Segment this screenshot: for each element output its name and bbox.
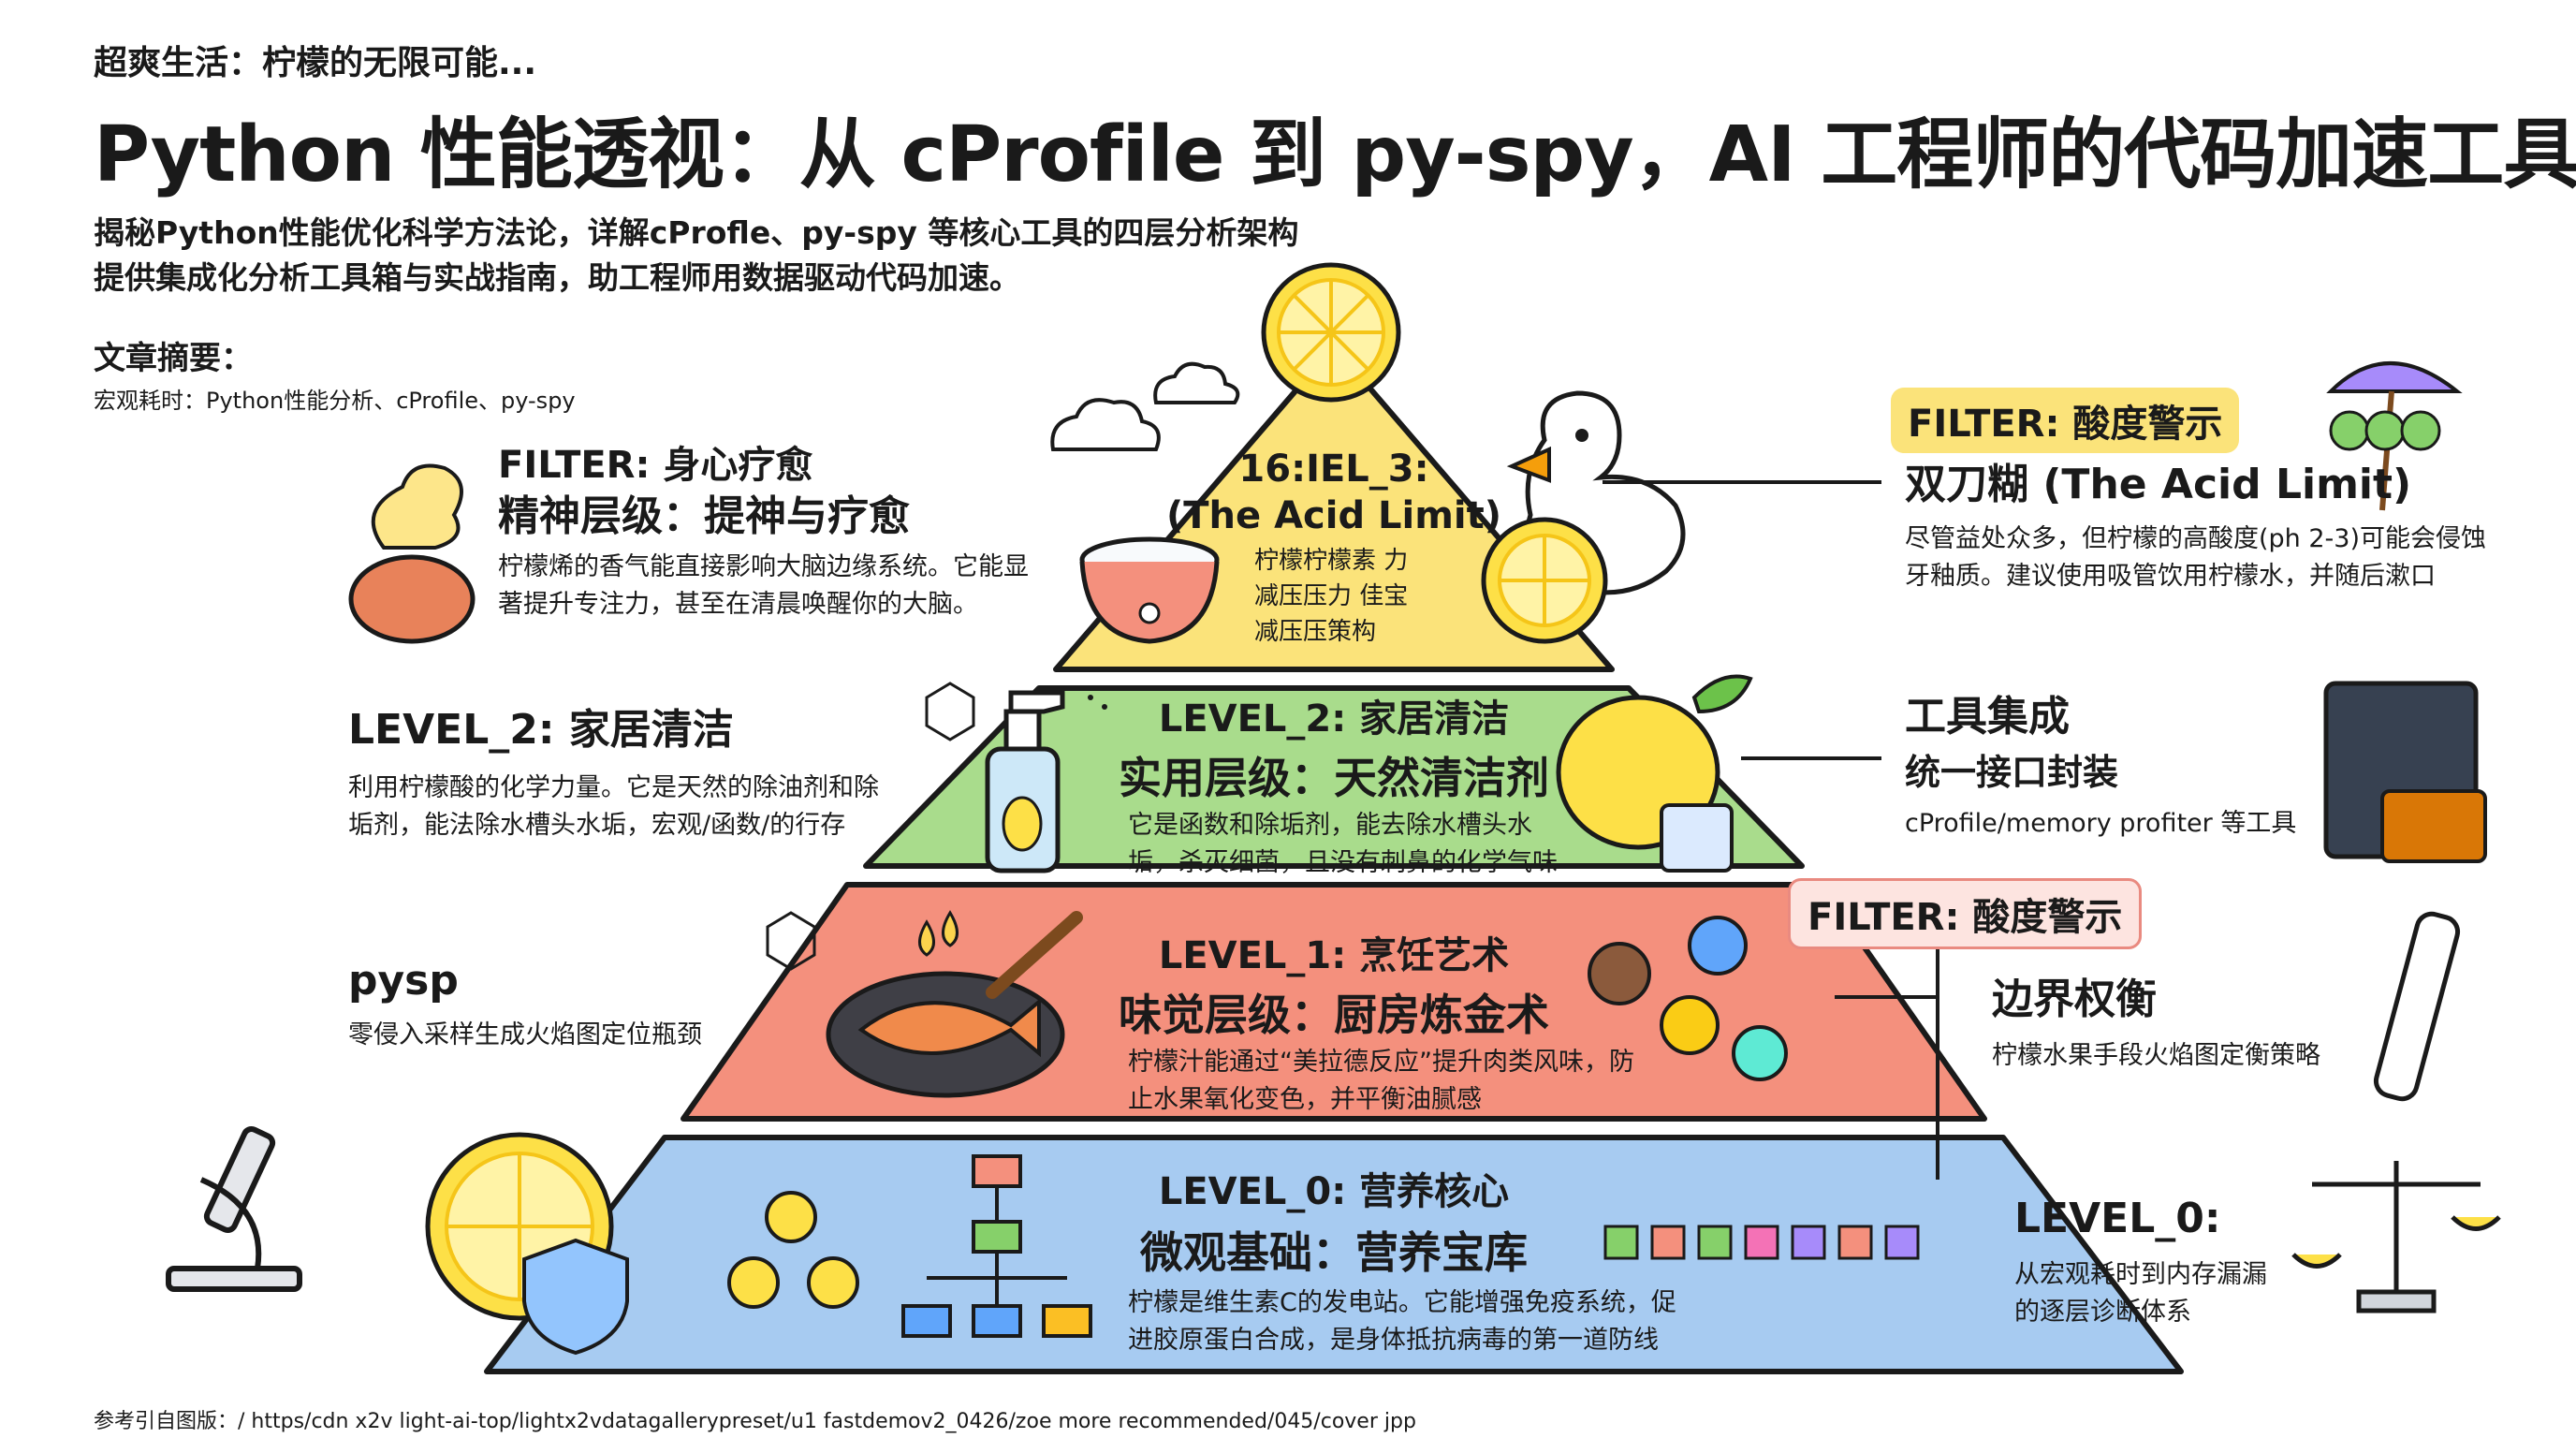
tier-0-level: LEVEL_0: 营养核心 (1158, 1170, 1510, 1213)
tier-1-subtitle: 味觉层级：厨房炼金术 (1119, 990, 1549, 1040)
subtitle: 揭秘Python性能优化科学方法论，详解cProfle、py-spy 等核心工具… (94, 211, 1298, 301)
boundary-body: 柠檬水果手段火焰图定衡策略 (1992, 1041, 2320, 1070)
level0-right-title: LEVEL_0: (2014, 1195, 2221, 1242)
filter-heal-title: FILTER: 身心疗愈 (498, 444, 813, 487)
balance-scale-icon (2291, 1161, 2501, 1313)
pysp-block: pysp 零侵入采样生成火焰图定位瓶颈 (348, 955, 779, 1054)
ice-cube-icon (1660, 803, 1734, 873)
pysp-title: pysp (348, 957, 459, 1005)
tier-2-level: LEVEL_2: 家居清洁 (1158, 697, 1510, 741)
acid-block: 双刀糊 (The Acid Limit) 尽管益处众多，但柠檬的高酸度(ph 2… (1905, 459, 2504, 595)
level2-left-body: 利用柠檬酸的化学力量。它是天然的除油剂和除垢剂，能法除水槽头水垢，宏观/函数/的… (348, 773, 879, 840)
acid-badge: FILTER: 酸度警示 (1891, 388, 2240, 453)
lemon-slice-top-icon (1261, 262, 1401, 403)
terminal-toolbox-icon (2323, 681, 2487, 863)
kicker-text: 超爽生活：柠檬的无限可能... (94, 44, 537, 82)
level2-left-block: LEVEL_2: 家居清洁 利用柠檬酸的化学力量。它是天然的除油剂和除垢剂，能法… (348, 704, 910, 844)
pysp-body: 零侵入采样生成火焰图定位瓶颈 (348, 1020, 702, 1049)
tier-0-body: 柠檬是维生素C的发电站。它能增强免疫系统，促进胶原蛋白合成，是身体抵抗病毒的第一… (1128, 1288, 1676, 1355)
filter-heal-body: 柠檬烯的香气能直接影响大脑边缘系统。它能显著提升专注力，甚至在清晨唤醒你的大脑。 (498, 552, 1029, 619)
level2-left-title: LEVEL_2: 家居清洁 (348, 706, 734, 754)
subtitle-line-1: 揭秘Python性能优化科学方法论，详解cProfle、py-spy 等核心工具… (94, 214, 1299, 251)
level0-right-block: LEVEL_0: 从宏观耗时到内存漏漏的逐层诊断体系 (2014, 1193, 2295, 1331)
tier-1-body: 柠檬汁能通过“美拉德反应”提升肉类风味，防止水果氧化变色，并平衡油腻感 (1128, 1048, 1634, 1114)
tier-0-subtitle: 微观基础：营养宝库 (1140, 1227, 1528, 1278)
summary-text: 宏观耗时：Python性能分析、cProfile、py-spy (94, 388, 576, 414)
bowl-icon (1079, 536, 1220, 644)
diffuser-icon (348, 463, 476, 644)
boundary-block: 边界权衡 柠檬水果手段火焰图定衡策略 (1992, 974, 2366, 1075)
tools-block: 工具集成 统一接口封装 cProfile/memory profiter 等工具 (1905, 691, 2317, 843)
tier-2-body: 它是函数和除垢剂，能去除水槽头水垢，杀灭细菌，且没有刺鼻的化学气味 (1128, 811, 1558, 877)
acid-title: 双刀糊 (The Acid Limit) (1905, 461, 2412, 508)
tier-3-level: 16:IEL_3: (1238, 448, 1429, 491)
summary-heading: 文章摘要： (94, 340, 253, 377)
spray-bottle-icon (985, 685, 1107, 873)
lemon-shield-icon (425, 1132, 629, 1356)
filter-heal-subtitle: 精神层级：提神与疗愈 (498, 492, 910, 540)
tier-1-level: LEVEL_1: 烹饪艺术 (1158, 934, 1510, 977)
umbrella-skewer-icon (2326, 361, 2463, 511)
tier-2-subtitle: 实用层级：天然清洁剂 (1119, 753, 1549, 803)
boundary-badge: FILTER: 酸度警示 (1788, 878, 2143, 949)
lemon-people-icon (727, 1191, 859, 1309)
frying-pan-icon (826, 911, 1083, 1098)
boundary-title: 边界权衡 (1992, 976, 2157, 1023)
acid-body: 尽管益处众多，但柠檬的高酸度(ph 2-3)可能会侵蚀牙釉质。建议使用吸管饮用柠… (1905, 524, 2486, 591)
reference-footer: 参考引自图版：/ https/cdn x2v light-ai-top/ligh… (94, 1410, 1416, 1433)
flowchart-icon (901, 1154, 1092, 1338)
cloud-icon (1050, 361, 1240, 451)
lemon-half-icon (1481, 517, 1608, 644)
germ-icon (1588, 916, 1788, 1081)
tools-subtitle: 统一接口封装 (1905, 752, 2119, 793)
level0-right-body: 从宏观耗时到内存漏漏的逐层诊断体系 (2014, 1260, 2267, 1327)
page-title: Python 性能透视：从 cProfile 到 py-spy，AI 工程师的代… (94, 110, 2576, 199)
tier-3-subtitle: (The Acid Limit) (1165, 494, 1502, 537)
filter-heal-block: FILTER: 身心疗愈 精神层级：提神与疗愈 柠檬烯的香气能直接影响大脑边缘系… (498, 440, 1060, 624)
molecule-icon (766, 682, 975, 971)
subtitle-line-2: 提供集成化分析工具箱与实战指南，助工程师用数据驱动代码加速。 (94, 259, 1020, 296)
tier-3-body: 柠檬柠檬素 力减压压力 佳宝减压压策构 (1254, 547, 1409, 646)
tools-title: 工具集成 (1905, 693, 2070, 741)
droplet-icon (918, 910, 959, 957)
sequence-icon (1603, 1225, 1920, 1260)
tools-body: cProfile/memory profiter 等工具 (1905, 809, 2297, 838)
test-strip-icon (2373, 911, 2461, 1102)
microscope-icon (166, 1126, 302, 1292)
